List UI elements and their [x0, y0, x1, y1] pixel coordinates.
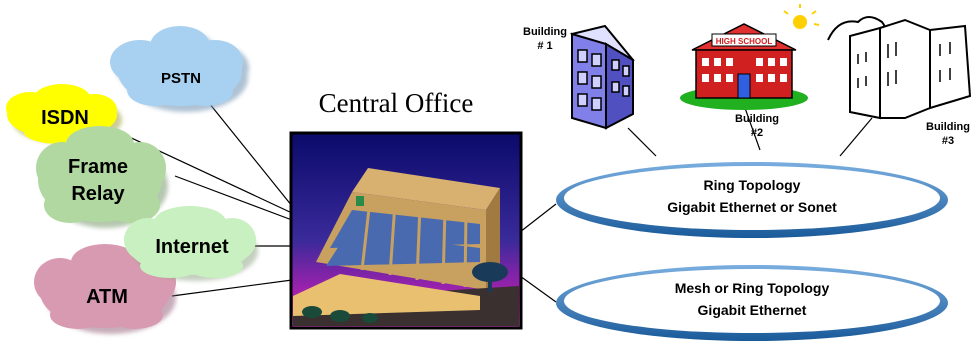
- building-2-school-icon: HIGH SCHOOL: [680, 4, 820, 110]
- link-ring-2: [519, 275, 557, 303]
- building-1-label-line2: # 1: [537, 40, 552, 52]
- frame-relay-label-line1: Frame: [68, 156, 128, 178]
- building-2-label-line2: #2: [751, 127, 763, 139]
- ring-2-label-line2: Gigabit Ethernet: [698, 302, 807, 318]
- atm-cloud: ATM: [34, 244, 176, 334]
- link-frame-relay: [174, 175, 293, 221]
- pstn-cloud: PSTN: [110, 26, 249, 112]
- isdn-label: ISDN: [41, 107, 89, 129]
- building-3-label-line2: #3: [942, 135, 954, 147]
- ring-1-label-line2: Gigabit Ethernet or Sonet: [667, 199, 837, 215]
- building-3-sketch-icon: [827, 16, 972, 120]
- building-3-label-line1: Building: [926, 121, 970, 133]
- building-1-icon: [569, 24, 635, 130]
- link-pstn: [204, 97, 293, 207]
- frame-relay-label-line2: Relay: [71, 183, 125, 205]
- link-building-2: [744, 107, 761, 151]
- link-ring-1: [519, 203, 557, 233]
- school-sign-text: HIGH SCHOOL: [716, 37, 773, 46]
- central-office-image: [289, 131, 523, 330]
- link-building-1: [627, 127, 657, 157]
- frame-relay-cloud: Frame Relay: [36, 126, 168, 228]
- ring-topology-2: Mesh or Ring Topology Gigabit Ethernet: [556, 265, 948, 341]
- building-1-label-line1: Building: [523, 26, 567, 38]
- pstn-label: PSTN: [161, 70, 201, 87]
- internet-cloud: Internet: [124, 206, 258, 281]
- link-building-3: [839, 117, 873, 157]
- ring-1-label-line1: Ring Topology: [704, 177, 801, 193]
- ring-2-label-line1: Mesh or Ring Topology: [675, 280, 830, 296]
- link-atm: [171, 279, 293, 297]
- central-office-title: Central Office: [319, 88, 474, 118]
- internet-label: Internet: [155, 236, 229, 258]
- building-2-label-line1: Building: [735, 113, 779, 125]
- atm-label: ATM: [86, 286, 128, 308]
- ring-topology-1: Ring Topology Gigabit Ethernet or Sonet: [556, 162, 948, 238]
